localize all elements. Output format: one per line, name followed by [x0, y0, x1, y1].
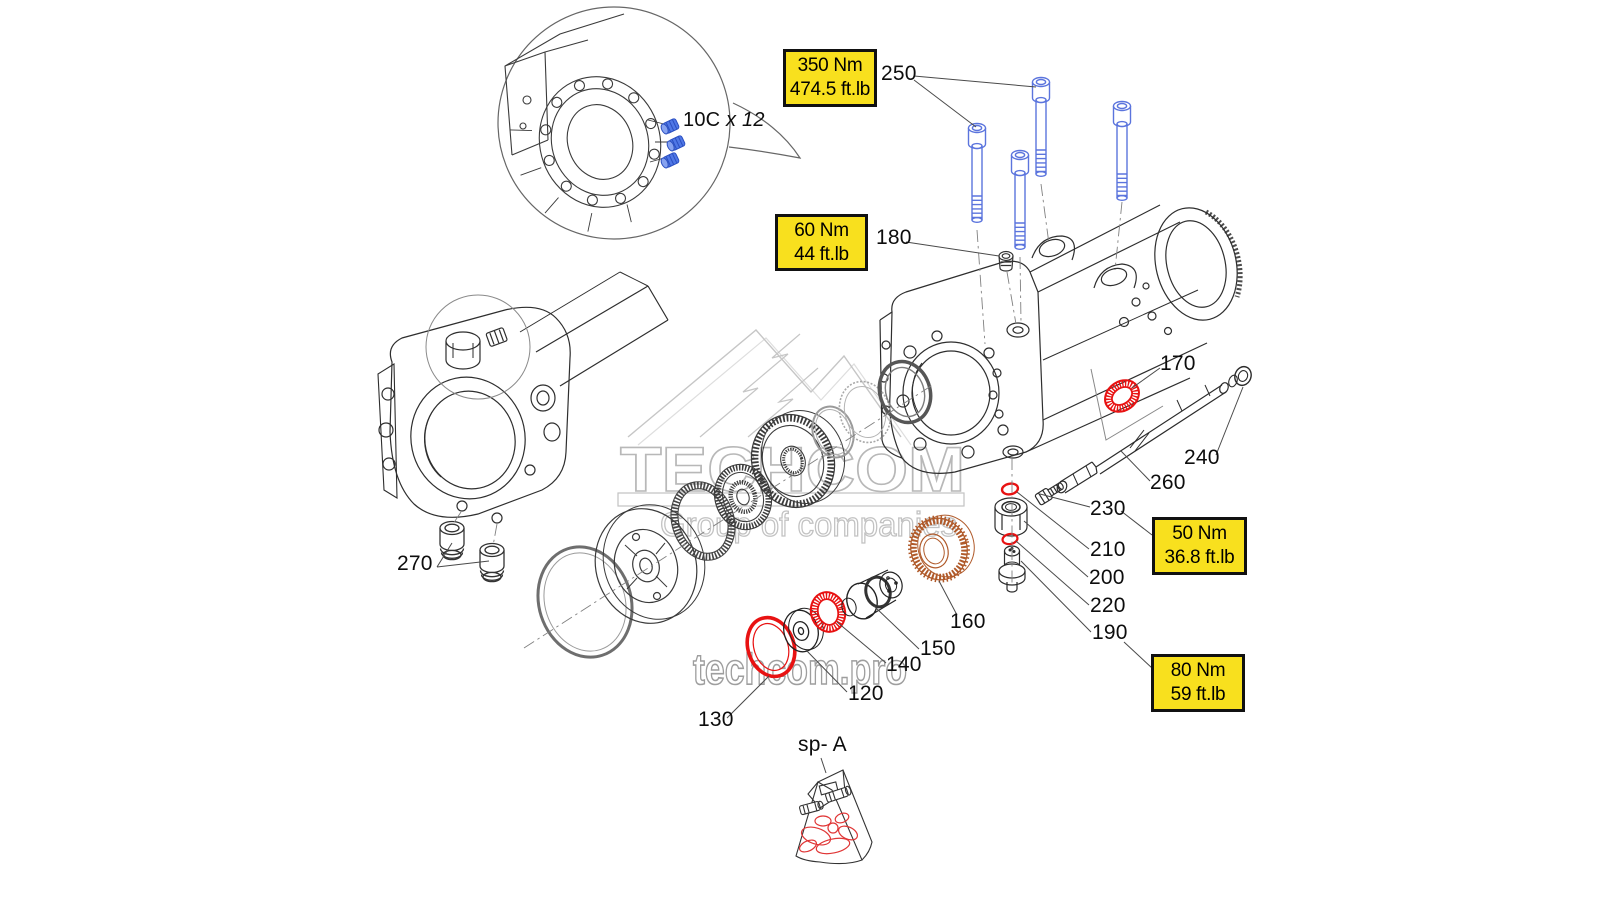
torque-ftlb: 36.8 ft.lb — [1164, 547, 1235, 568]
fitting-240 — [1228, 365, 1252, 388]
main-gear — [750, 410, 846, 509]
nut-200 — [994, 497, 1028, 537]
spare-kit-label: sp- A — [798, 733, 847, 756]
part-label-150: 150 — [920, 637, 956, 660]
torque-ftlb: 44 ft.lb — [794, 243, 849, 265]
part-label-210: 210 — [1090, 538, 1126, 561]
part-label-140: 140 — [886, 653, 922, 676]
torque-box-80nm: 80 Nm 59 ft.lb — [1151, 654, 1245, 712]
oring-220 — [1001, 532, 1019, 546]
leader-lines — [436, 75, 1244, 774]
watermark-underline-bar — [617, 492, 965, 507]
needle-bearing-170 — [1104, 379, 1140, 413]
flange-detail-drawing — [504, 13, 669, 232]
fitting-230 — [1034, 482, 1064, 506]
gear-cluster — [713, 463, 773, 531]
part-label-160: 160 — [950, 610, 986, 633]
torque-ftlb: 59 ft.lb — [1170, 684, 1226, 705]
watermark-mountain-logo — [627, 329, 912, 446]
part-label-170: 170 — [1160, 352, 1196, 375]
torque-nm: 350 Nm — [797, 55, 863, 76]
part-label-180: 180 — [876, 226, 912, 249]
part-label-120: 120 — [848, 682, 884, 705]
part-label-220: 220 — [1090, 594, 1126, 617]
orange-gear-160 — [908, 514, 975, 583]
spacer-rings — [811, 359, 933, 459]
part-label-190: 190 — [1092, 621, 1128, 644]
coupler-150 — [841, 569, 903, 620]
plug-270-drawings — [439, 520, 505, 583]
part-label-270: 270 — [397, 552, 433, 575]
part-label-240: 240 — [1184, 446, 1220, 469]
torque-box-60nm: 60 Nm 44 ft.lb — [775, 214, 868, 271]
torque-ftlb: 474.5 ft.lb — [789, 79, 871, 100]
rod-260 — [1056, 382, 1229, 494]
kit-seal-rings — [798, 812, 859, 855]
part-label-230: 230 — [1090, 497, 1126, 520]
oring-210 — [1000, 482, 1020, 496]
kit-fittings — [799, 785, 852, 816]
callout-count: 10C — [683, 109, 727, 131]
torque-box-50nm: 50 Nm 36.8 ft.lb — [1152, 517, 1247, 575]
part-label-200: 200 — [1089, 566, 1125, 589]
detail-balloon — [497, 6, 802, 240]
main-housing-drawing — [879, 204, 1243, 474]
watermark-site: techcom.pro — [693, 645, 907, 694]
breather-plug-drawing — [445, 327, 508, 370]
oring-large — [536, 545, 634, 659]
left-housing-drawing — [377, 271, 669, 524]
plug-10c-icons — [659, 117, 687, 170]
part-label-10c: 10C x 12 — [683, 109, 765, 132]
part-label-260: 260 — [1150, 471, 1186, 494]
centerlines — [452, 183, 1123, 649]
drum-wheel — [594, 504, 706, 624]
needle-bearing-170-context — [1090, 368, 1164, 441]
part-label-250: 250 — [881, 62, 917, 85]
needle-bearing-140 — [809, 591, 847, 633]
torque-nm: 80 Nm — [1170, 660, 1226, 681]
callout-multiplier: x 12 — [726, 109, 765, 131]
spare-kit-bag — [795, 769, 873, 865]
torque-nm: 60 Nm — [794, 219, 849, 241]
torque-box-350nm: 350 Nm 474.5 ft.lb — [783, 49, 877, 107]
torque-nm: 50 Nm — [1172, 523, 1227, 544]
bolt-250-drawings — [967, 76, 1132, 250]
gear-train-drawing — [536, 359, 933, 659]
part-label-130: 130 — [698, 708, 734, 731]
screw-180-drawing — [998, 250, 1014, 272]
watermark-tagline: Group of companies — [660, 506, 957, 544]
